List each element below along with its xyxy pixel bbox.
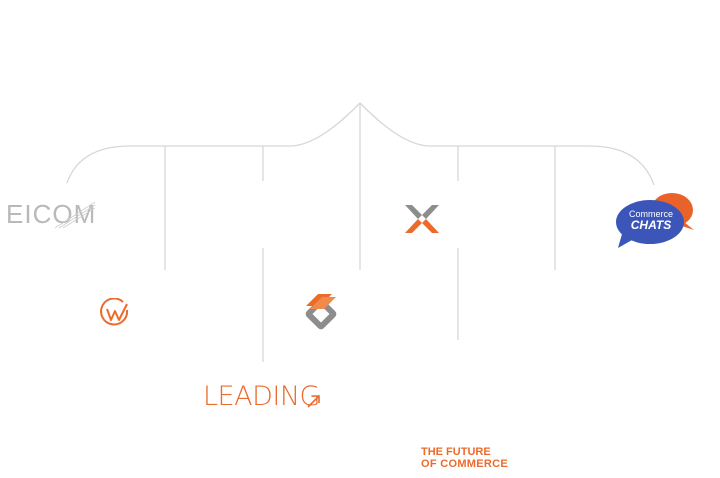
chats-line2: CHATS [630, 218, 672, 232]
commerce-chats-logo: Commerce CHATS [612, 190, 696, 252]
future-logo-line1: THE FUTURE [421, 446, 491, 458]
leading-logo: LEADING [203, 381, 320, 412]
chats-line1: Commerce [628, 209, 673, 219]
diamond-logo [305, 294, 337, 330]
future-logo-line2: OF COMMERCE [421, 458, 509, 470]
future-of-commerce-logo: THE FUTURE OF COMMERCE [421, 446, 508, 470]
commerce-chats-text: Commerce CHATS [620, 209, 682, 232]
eicom-slash-icon [55, 201, 96, 229]
arrow-up-right-icon [307, 395, 320, 408]
leading-logo-text: LEADING [203, 381, 320, 412]
chat-bubbles-icon [616, 193, 694, 248]
x-cross-logo [405, 205, 439, 233]
w-circle-logo [100, 298, 129, 326]
